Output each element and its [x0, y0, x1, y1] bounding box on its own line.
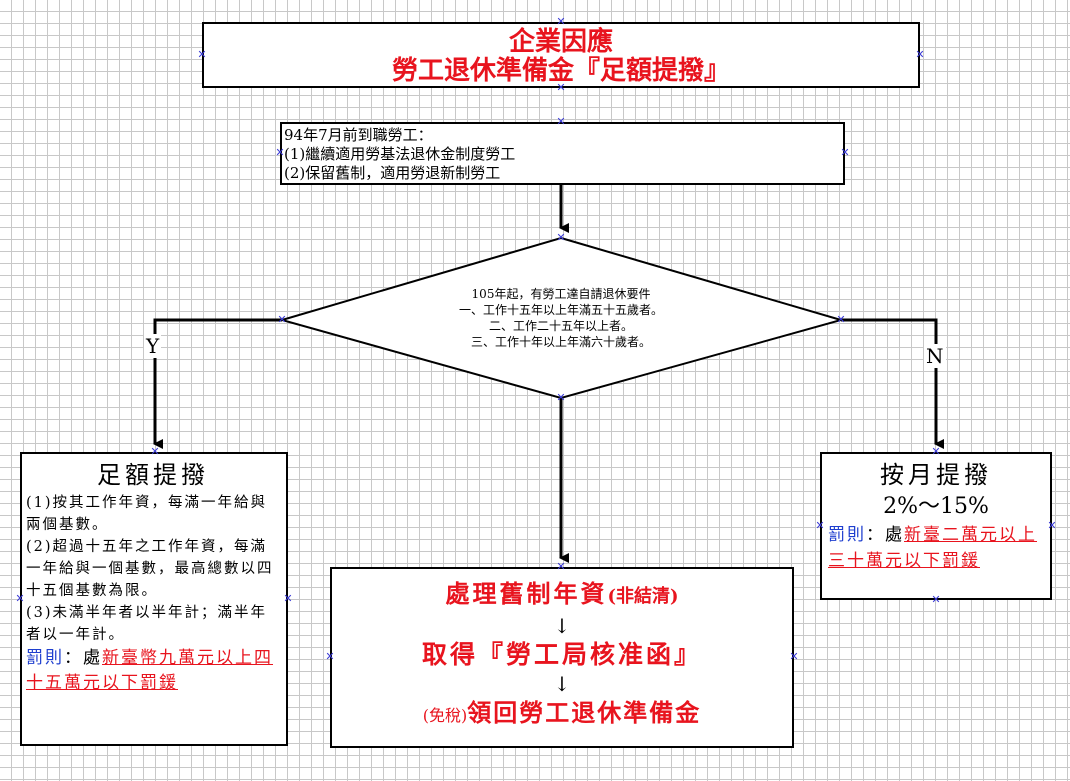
- left-box-item1: (1)按其工作年資，每滿一年給與兩個基數。: [26, 495, 268, 533]
- header-box: 企業因應 勞工退休準備金『足額提撥』: [202, 22, 920, 88]
- right-box-penalty-sep: ：處: [866, 525, 904, 545]
- selection-handle-icon: ✕: [325, 650, 335, 663]
- left-box-penalty: 罰則：處新臺幣九萬元以上四十五萬元以下罰鍰: [26, 646, 280, 696]
- selection-handle-icon: ✕: [283, 592, 293, 605]
- selection-handle-icon: ✕: [556, 231, 566, 244]
- center-step1-note: (非結清): [607, 586, 679, 607]
- center-box-process: 處理舊制年資(非結清) ↓ 取得『勞工局核准函』 ↓ (免稅)領回勞工退休準備金: [330, 567, 794, 748]
- selection-handle-icon: ✕: [931, 445, 941, 458]
- selection-handle-icon: ✕: [15, 592, 25, 605]
- condition-line3: (2)保留舊制，適用勞退新制勞工: [284, 164, 501, 182]
- selection-handle-icon: ✕: [150, 445, 160, 458]
- decision-text: 105年起，有勞工達自請退休要件 一、工作十五年以上年滿五十五歲者。 二、工作二…: [372, 286, 750, 350]
- selection-handle-icon: ✕: [815, 519, 825, 532]
- left-box-penalty-sep: ：處: [64, 648, 102, 668]
- right-box-penalty-label: 罰則: [828, 525, 866, 545]
- center-arrow1: ↓: [553, 614, 571, 638]
- decision-diamond: [278, 236, 845, 400]
- center-step2: 取得『勞工局核准函』: [421, 640, 702, 669]
- right-box-title: 按月提撥: [880, 461, 992, 489]
- selection-handle-icon: ✕: [789, 650, 799, 663]
- left-box-title: 足額提撥: [97, 461, 209, 489]
- left-box-penalty-text: 新臺幣九萬元以上四十五萬元以下罰鍰: [26, 648, 273, 693]
- selection-handle-icon: ✕: [556, 391, 566, 404]
- selection-handle-icon: ✕: [556, 15, 566, 28]
- header-title-line2: 勞工退休準備金『足額提撥』: [391, 56, 730, 86]
- branch-label-no: N: [924, 344, 946, 368]
- selection-handle-icon: ✕: [836, 313, 846, 326]
- center-arrow2: ↓: [553, 672, 571, 696]
- selection-handle-icon: ✕: [556, 81, 566, 94]
- selection-handle-icon: ✕: [1047, 519, 1057, 532]
- selection-handle-icon: ✕: [556, 115, 566, 128]
- connector-no-branch: [841, 318, 944, 449]
- condition-line1: 94年7月前到職勞工：: [284, 126, 433, 144]
- center-step3-note: (免稅): [422, 706, 468, 725]
- left-box-item2: (2)超過十五年之工作年資，每滿一年給與一個基數，最高總數以四十五個基數為限。: [26, 539, 274, 599]
- center-step1: 處理舊制年資(非結清): [332, 577, 792, 614]
- left-box-full-contribution: 足額提撥 (1)按其工作年資，每滿一年給與兩個基數。 (2)超過十五年之工作年資…: [20, 452, 288, 746]
- condition-line2: (1)繼續適用勞基法退休金制度勞工: [284, 145, 516, 163]
- right-box-penalty: 罰則：處新臺二萬元以上三十萬元以下罰鍰: [828, 522, 1044, 574]
- selection-handle-icon: ✕: [931, 593, 941, 606]
- decision-line3: 二、工作二十五年以上者。: [488, 319, 633, 333]
- left-box-item3: (3)未滿半年者以半年計；滿半年者以一年計。: [26, 605, 268, 643]
- selection-handle-icon: ✕: [556, 560, 566, 573]
- header-title-line1: 企業因應: [508, 27, 613, 57]
- selection-handle-icon: ✕: [840, 146, 850, 159]
- selection-handle-icon: ✕: [275, 146, 285, 159]
- branch-label-yes: Y: [144, 334, 162, 358]
- selection-handle-icon: ✕: [915, 48, 925, 61]
- decision-line2: 一、工作十五年以上年滿五十五歲者。: [458, 303, 663, 317]
- center-step1-text: 處理舊制年資: [445, 579, 608, 608]
- right-box-rate: 2%～15%: [883, 494, 989, 519]
- decision-line4: 三、工作十年以上年滿六十歲者。: [470, 335, 651, 349]
- right-box-penalty-text: 新臺二萬元以上三十萬元以下罰鍰: [828, 525, 1037, 571]
- center-step3-text: 領回勞工退休準備金: [467, 698, 702, 727]
- condition-box: 94年7月前到職勞工： (1)繼續適用勞基法退休金制度勞工 (2)保留舊制，適用…: [280, 122, 845, 185]
- selection-handle-icon: ✕: [277, 313, 287, 326]
- decision-line1: 105年起，有勞工達自請退休要件: [471, 287, 651, 301]
- right-box-monthly-contribution: 按月提撥 2%～15% 罰則：處新臺二萬元以上三十萬元以下罰鍰: [820, 452, 1052, 600]
- selection-handle-icon: ✕: [197, 48, 207, 61]
- connector-yes-branch: [153, 318, 282, 449]
- left-box-penalty-label: 罰則: [26, 648, 64, 668]
- center-step3: (免稅)領回勞工退休準備金: [332, 696, 792, 733]
